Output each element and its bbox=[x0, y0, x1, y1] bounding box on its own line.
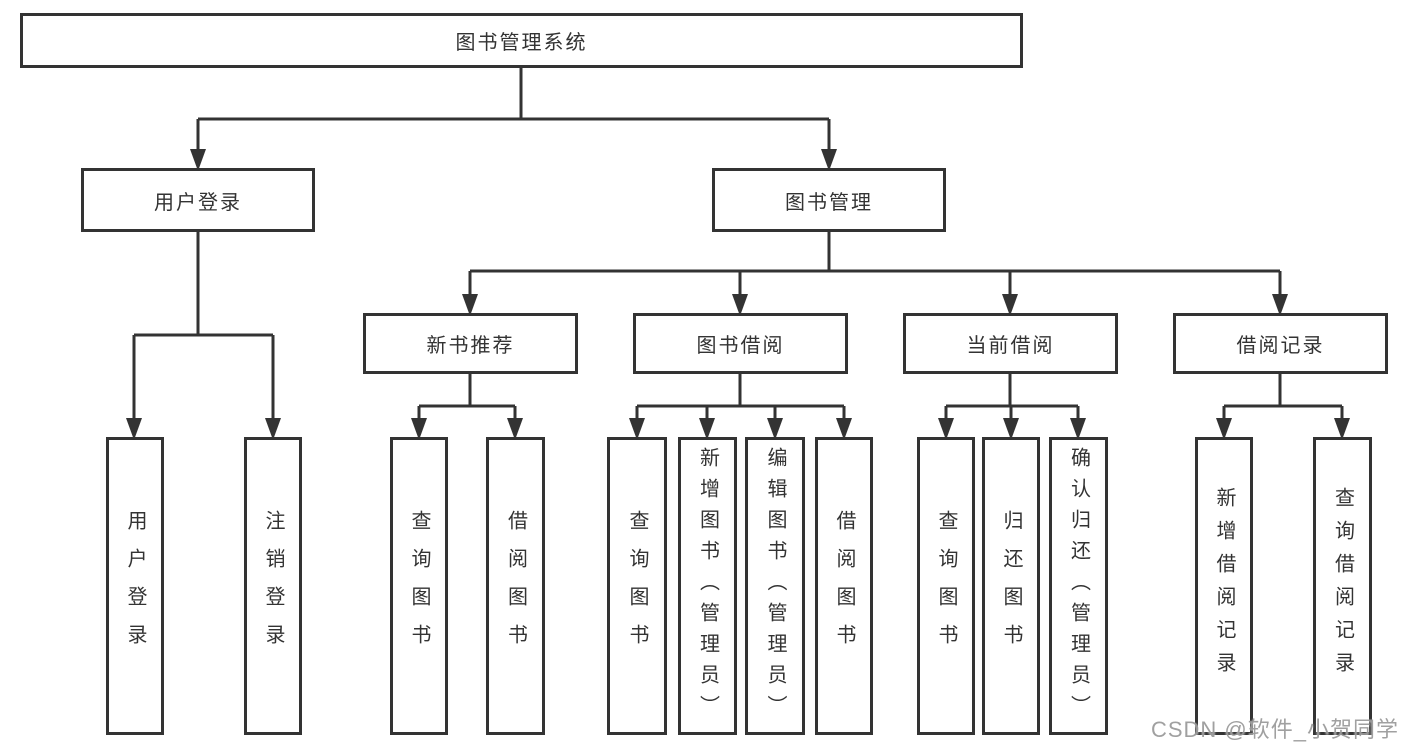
node-cb-confirm-return-admin: 确认归还（管理员） bbox=[1049, 437, 1108, 735]
node-label: 借阅图书 bbox=[504, 510, 527, 662]
node-label: 图书管理系统 bbox=[455, 32, 588, 54]
node-cb-query-books: 查询图书 bbox=[917, 437, 975, 735]
node-bb-edit-books-admin: 编辑图书（管理员） bbox=[745, 437, 805, 735]
node-label: 查询图书 bbox=[626, 510, 648, 662]
node-new-book-recommend: 新书推荐 bbox=[363, 313, 578, 374]
node-label: 用户登录 bbox=[124, 510, 146, 662]
node-book-borrowing: 图书借阅 bbox=[633, 313, 848, 374]
node-label: 归还图书 bbox=[1000, 510, 1022, 662]
node-label: 查询图书 bbox=[935, 510, 957, 662]
node-label: 用户登录 bbox=[154, 191, 242, 214]
node-br-add-record: 新增借阅记录 bbox=[1195, 437, 1253, 735]
node-user-login-leaf: 用户登录 bbox=[106, 437, 164, 735]
node-current-borrowing: 当前借阅 bbox=[903, 313, 1118, 374]
node-label: 当前借阅 bbox=[966, 335, 1055, 357]
csdn-watermark: CSDN @软件_小贺同学 bbox=[1150, 717, 1399, 742]
node-label: 编辑图书（管理员） bbox=[764, 446, 786, 726]
node-label: 查询借阅记录 bbox=[1331, 487, 1354, 685]
node-label: 借阅图书 bbox=[833, 510, 855, 662]
node-bb-add-books-admin: 新增图书（管理员） bbox=[678, 437, 737, 735]
node-nr-query-books: 查询图书 bbox=[390, 437, 448, 735]
node-logout: 注销登录 bbox=[244, 437, 302, 735]
node-label: 新增借阅记录 bbox=[1213, 487, 1235, 685]
node-label: 注销登录 bbox=[262, 510, 284, 662]
node-label: 新书推荐 bbox=[426, 335, 515, 357]
node-user-login: 用户登录 bbox=[81, 168, 315, 232]
node-bb-query-books: 查询图书 bbox=[607, 437, 667, 735]
node-cb-return-books: 归还图书 bbox=[982, 437, 1040, 735]
node-book-management: 图书管理 bbox=[712, 168, 946, 232]
node-label: 图书管理 bbox=[785, 191, 873, 214]
node-label: 图书借阅 bbox=[696, 335, 785, 357]
node-library-system: 图书管理系统 bbox=[20, 13, 1023, 68]
node-borrowing-records: 借阅记录 bbox=[1173, 313, 1388, 374]
node-label: 确认归还（管理员） bbox=[1067, 446, 1090, 726]
connector-paths bbox=[132, 67, 1344, 434]
node-label: 借阅记录 bbox=[1236, 335, 1325, 357]
node-br-query-record: 查询借阅记录 bbox=[1313, 437, 1372, 735]
node-bb-borrow-books: 借阅图书 bbox=[815, 437, 873, 735]
node-nr-borrow-books: 借阅图书 bbox=[486, 437, 545, 735]
node-label: 查询图书 bbox=[408, 510, 430, 662]
node-label: 新增图书（管理员） bbox=[696, 446, 719, 726]
